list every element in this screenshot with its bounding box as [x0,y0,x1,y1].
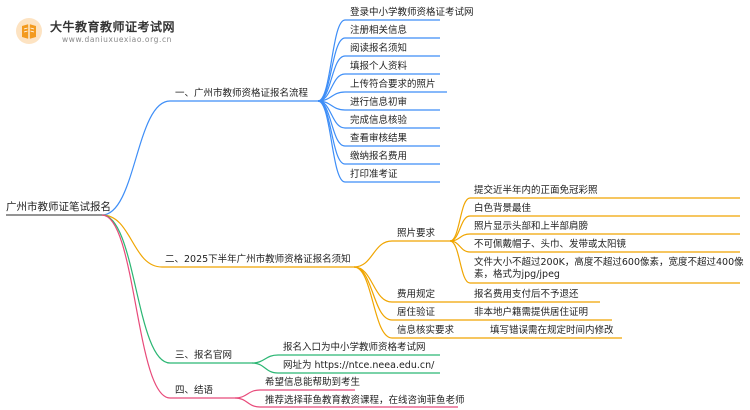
branch-3-item: 网址为 https://ntce.neea.edu.cn/ [283,360,435,371]
branch-4-item: 推荐选择菲鱼教育教资课程，在线咨询菲鱼老师 [265,395,465,406]
branch-1-label: 一、广州市教师资格证报名流程 [175,88,309,99]
branch-1-item: 阅读报名须知 [350,43,408,54]
connector-branch4-item [234,397,261,408]
branch-1-item: 上传符合要求的照片 [350,79,436,90]
branch-2-subtopic: 居住验证 [397,307,436,318]
connector-root-branch4 [101,214,171,399]
branch-1-item: 登录中小学教师资格证考试网 [350,7,474,18]
connector-branch2-subtopic [353,266,393,303]
branch-2-subtopic: 费用规定 [397,289,436,300]
connector-root-branch2 [101,214,163,268]
branch-3-item: 报名入口为中小学教师资格考试网 [283,342,426,353]
branch-1-item: 打印准考证 [350,169,398,180]
connector-photo-item [449,197,471,242]
connector-branch1-item [317,100,346,165]
connector-root-branch1 [101,100,171,216]
connector-branch1-item [317,37,346,102]
branch-2-subtopic: 照片要求 [397,228,436,239]
branch-2-item: 文件大小不超过200K，高度不超过600像素，宽度不超过400像素，格式为jpg… [474,257,744,280]
logo-title: 大牛教育教师证考试网 [50,20,176,34]
branch-4-item: 希望信息能帮助到考生 [265,377,361,388]
branch-1-item: 填报个人资料 [350,61,408,72]
branch-4-label: 四、结语 [175,385,214,396]
branch-1-item: 完成信息核验 [350,115,408,126]
mindmap-connectors [6,19,740,408]
connector-branch3-item [251,362,279,374]
branch-2-label: 二、2025下半年广州市教师资格证报名须知 [165,254,351,265]
branch-1-item: 注册相关信息 [350,25,408,36]
branch-1-item: 进行信息初审 [350,97,408,108]
connector-root-branch3 [101,214,171,364]
connector-branch2-subtopic [353,266,393,321]
connector-branch1-item [317,100,346,183]
book-icon [16,18,42,44]
branch-2-item: 提交近半年内的正面免冠彩照 [474,185,598,196]
logo-url: www.daniuxuexiao.org.cn [62,35,173,44]
branch-2-item: 非本地户籍需提供居住证明 [474,307,589,318]
connector-branch2-subtopic [353,240,393,268]
connector-branch4-item [234,389,261,399]
connector-branch2-subtopic [353,266,393,339]
branch-1-item: 缴纳报名费用 [350,151,408,162]
branch-2-item: 照片显示头部和上半部肩膀 [474,221,589,232]
branch-1-item: 查看审核结果 [350,133,408,144]
branch-3-label: 三、报名官网 [175,350,233,361]
branch-2-subtopic: 信息核实要求 [397,325,455,336]
branch-2-item: 不可佩戴帽子、头巾、发带或太阳镜 [474,239,627,250]
connector-branch1-item [317,19,346,102]
connector-branch3-item [251,354,279,364]
branch-2-item: 填写错误需在规定时间内修改 [490,325,614,336]
logo: 大牛教育教师证考试网 www.daniuxuexiao.org.cn [14,14,184,48]
root-label: 广州市教师证笔试报名 [6,201,111,213]
branch-2-item: 报名费用支付后不予退还 [474,289,579,300]
branch-2-item: 白色背景最佳 [474,203,532,214]
connector-photo-item [449,240,471,284]
